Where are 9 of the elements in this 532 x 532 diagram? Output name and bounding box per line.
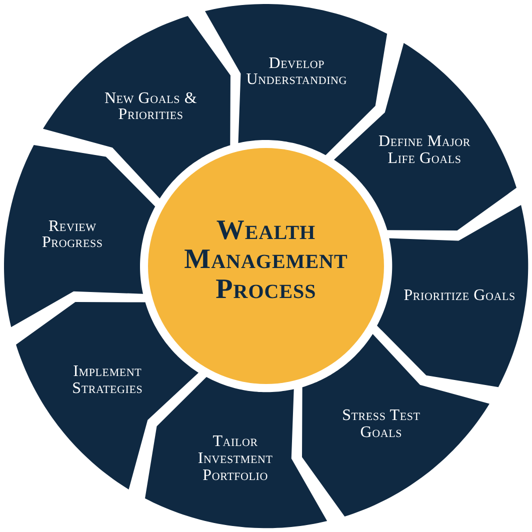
step-label: Stress Test Goals bbox=[341, 408, 422, 442]
step-label: Implement Strategies bbox=[71, 364, 144, 398]
step-label: New Goals & Priorities bbox=[103, 90, 198, 124]
step-label: Develop Understanding bbox=[245, 56, 348, 90]
step-label: Prioritize Goals bbox=[404, 288, 516, 306]
step-label: Review Progress bbox=[40, 218, 104, 252]
step-label: Tailor Investment Portfolio bbox=[196, 434, 274, 485]
center-title: Wealth Management Process bbox=[183, 216, 349, 304]
step-label: Define Major Life Goals bbox=[378, 134, 472, 168]
